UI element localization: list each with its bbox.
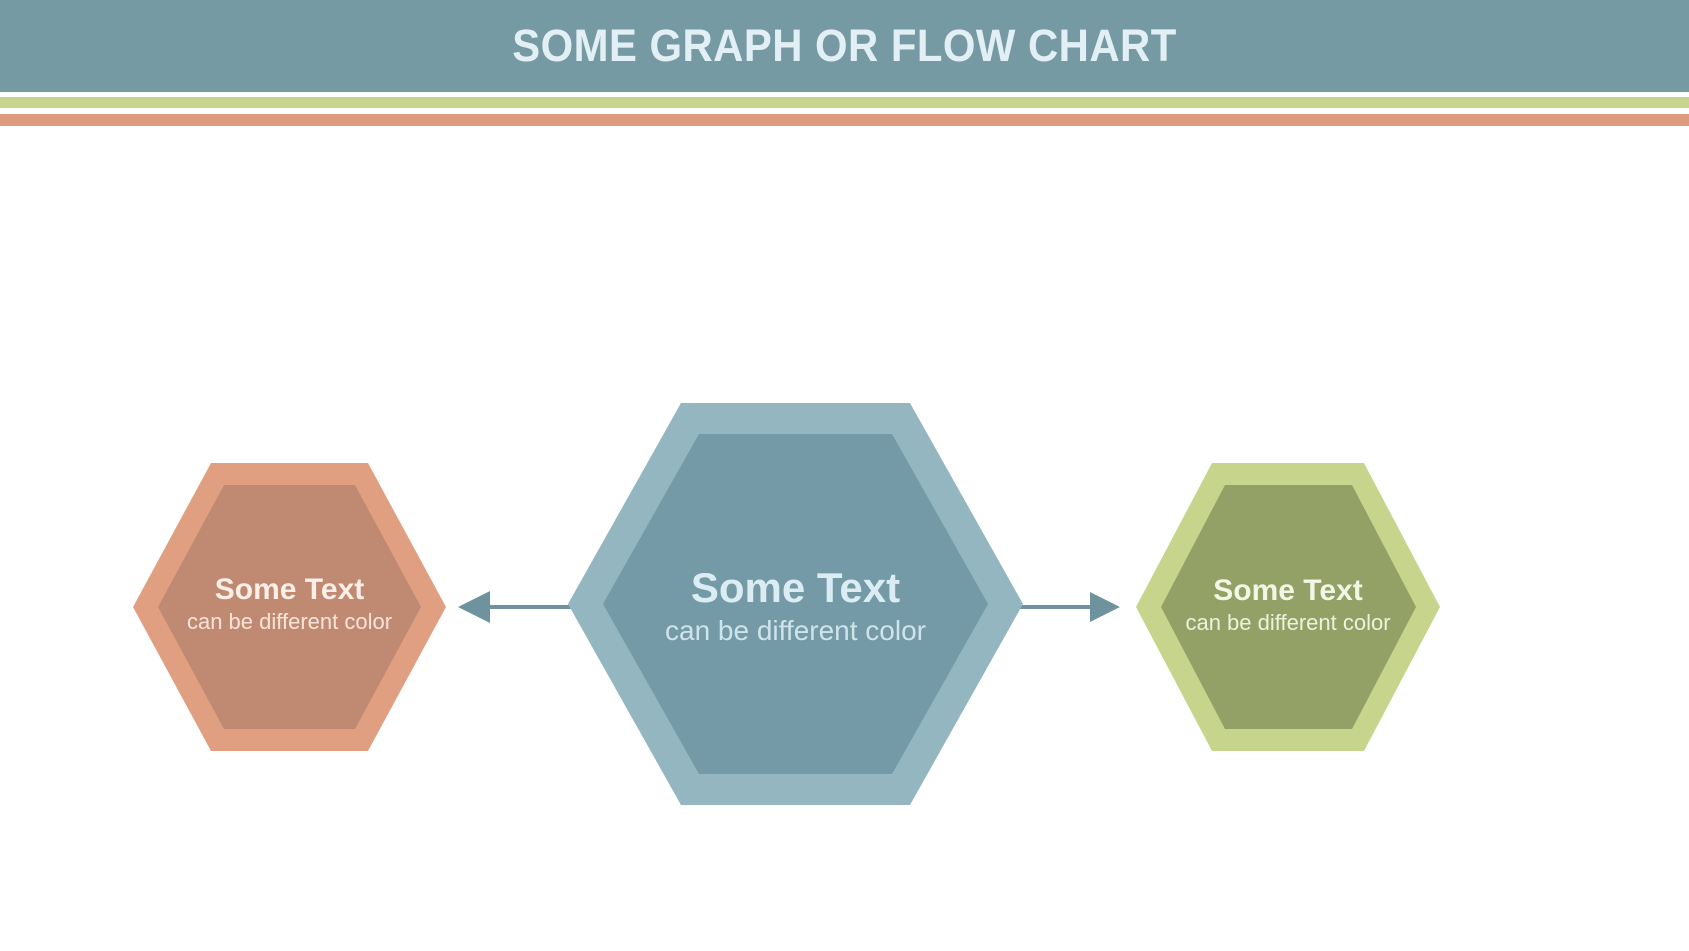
connector-arrow-center-to-left — [452, 586, 584, 628]
header-bar — [0, 0, 1689, 92]
page-title: SOME GRAPH OR FLOW CHART — [512, 20, 1177, 71]
hexagon-node-left[interactable]: Some Text can be different color — [133, 463, 446, 751]
hexagon-fill-center — [603, 434, 988, 774]
arrowhead-right-icon — [1090, 592, 1120, 622]
diagram-canvas: Some Text can be different color Some Te… — [0, 126, 1689, 951]
arrowhead-left-icon — [458, 591, 490, 623]
connector-arrow-center-to-right — [1010, 586, 1125, 628]
hexagon-fill-left — [158, 485, 421, 729]
hexagon-fill-right — [1161, 485, 1416, 729]
header-divider-gap-top — [0, 92, 1689, 97]
header-divider-gap-middle — [0, 108, 1689, 114]
hexagon-node-right[interactable]: Some Text can be different color — [1136, 463, 1440, 751]
header-accent-stripe-green — [0, 97, 1689, 108]
hexagon-node-center[interactable]: Some Text can be different color — [568, 403, 1023, 805]
header-accent-stripe-salmon — [0, 114, 1689, 126]
